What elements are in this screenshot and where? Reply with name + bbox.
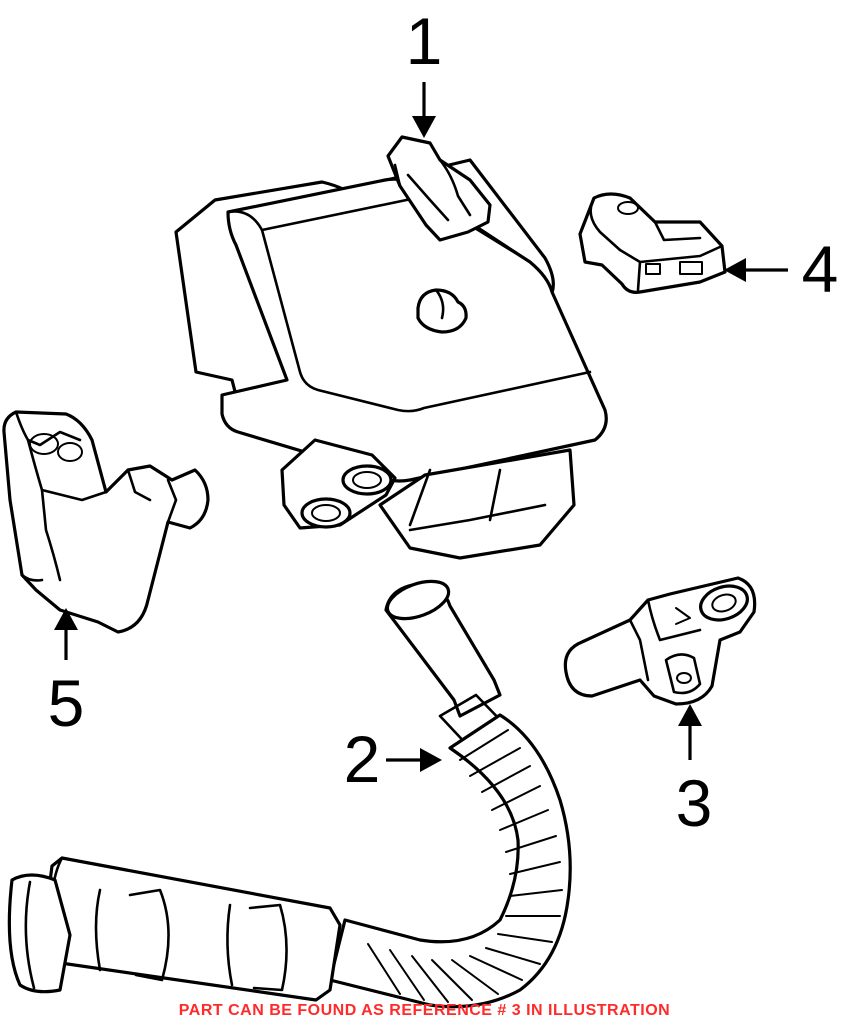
callout-label-3: 3 bbox=[676, 766, 713, 840]
callout-arrow-5 bbox=[54, 608, 78, 660]
crankshaft-sensor-part-3 bbox=[563, 576, 757, 706]
knock-sensor-part-4 bbox=[578, 192, 727, 294]
callout-label-2: 2 bbox=[344, 722, 381, 796]
ignition-coil-part-1 bbox=[174, 135, 608, 560]
callout-arrow-1 bbox=[412, 82, 436, 138]
callout-label-5: 5 bbox=[48, 666, 85, 740]
callout-label-4: 4 bbox=[802, 232, 839, 306]
callout-arrow-4 bbox=[724, 258, 788, 282]
camshaft-sensor-part-5 bbox=[2, 410, 210, 634]
callout-label-1: 1 bbox=[406, 4, 443, 78]
callout-arrow-3 bbox=[678, 704, 702, 760]
plug-connector-part-2 bbox=[7, 579, 572, 1009]
reference-note: PART CAN BE FOUND AS REFERENCE # 3 IN IL… bbox=[178, 1002, 671, 1019]
callout-arrow-2 bbox=[386, 748, 442, 772]
